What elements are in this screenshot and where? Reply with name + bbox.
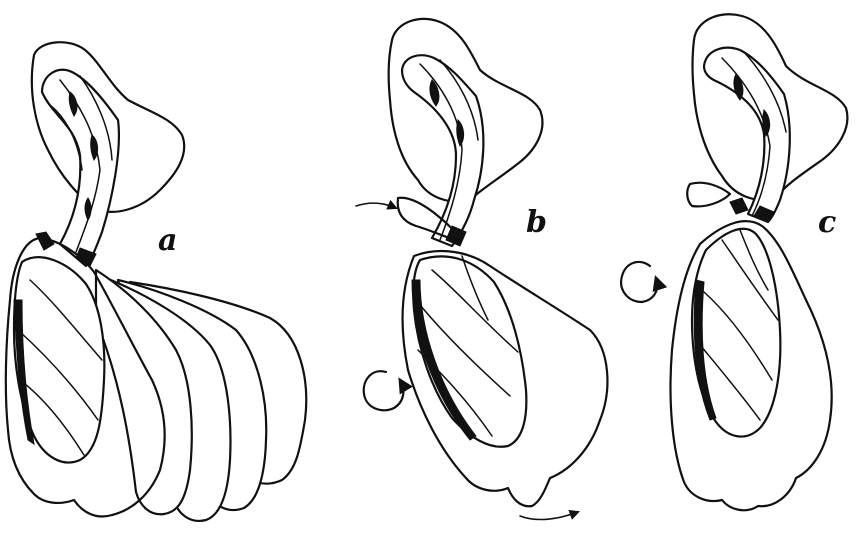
panel-a-junction-mark	[36, 232, 54, 250]
panel-b: b	[356, 19, 607, 520]
panel-a: a	[6, 42, 306, 521]
panel-c-label: c	[818, 205, 836, 240]
panel-b-entry-arrow	[356, 203, 396, 208]
panel-b-stem	[402, 55, 483, 246]
panel-a-stem	[42, 70, 119, 266]
panel-c-rotation-arrow	[621, 262, 657, 302]
panel-c-stem	[704, 48, 790, 222]
panel-c-small-tongue	[687, 183, 730, 207]
panel-a-label: a	[158, 223, 177, 258]
panel-c-junction-mark	[730, 198, 748, 214]
panel-c: c	[621, 14, 847, 510]
panel-b-shift-arrow	[520, 512, 578, 519]
panel-b-rotation-arrow	[364, 371, 404, 410]
panel-b-label: b	[526, 205, 547, 240]
